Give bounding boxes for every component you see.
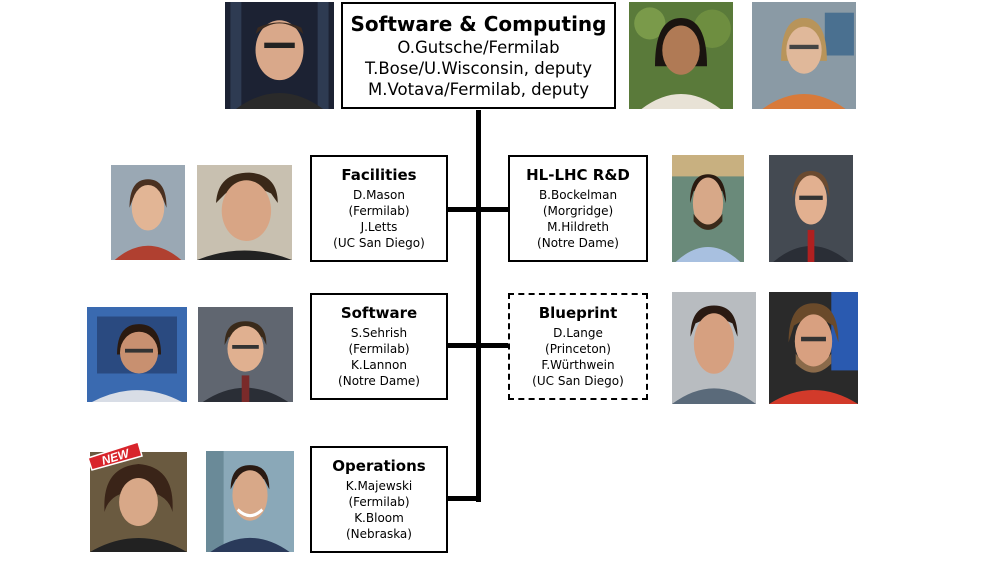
branch-facilities [446,207,510,212]
box-line: (Fermilab) [348,342,410,356]
box-title: Blueprint [538,304,618,322]
box-line: K.Majewski [345,479,413,493]
portrait-photo [198,307,293,402]
portrait-photo [769,292,858,404]
box-line: (Fermilab) [348,495,410,509]
portrait-photo [672,155,744,262]
trunk-vertical-line [476,110,481,502]
box-line: J.Letts [360,220,398,234]
portrait-photo [629,2,733,109]
portrait-photo [206,451,294,552]
box-title: Operations [332,457,426,475]
box-line: (Notre Dame) [338,374,420,388]
new-badge-shape [87,441,143,471]
branch-software [446,343,510,348]
box-line: M.Votava/Fermilab, deputy [368,79,589,99]
portrait-photo [225,2,334,109]
portrait-photo [769,155,853,262]
box-line: (Princeton) [545,342,611,356]
box-title: Facilities [341,166,417,184]
portrait-photo [752,2,856,109]
box-line: D.Mason [353,188,405,202]
box-line: B.Bockelman [538,188,618,202]
facilities-box: Facilities D.Mason (Fermilab) J.Letts (U… [310,155,448,262]
box-line: S.Sehrish [350,326,408,340]
box-line: K.Lannon [351,358,407,372]
box-line: (UC San Diego) [333,236,425,250]
portrait-photo [90,452,187,552]
portrait-photo [87,307,187,402]
box-title: Software [340,304,418,322]
box-line: (Notre Dame) [537,236,619,250]
branch-operations [446,496,481,501]
new-badge: NEW [86,440,144,472]
box-line: T.Bose/U.Wisconsin, deputy [364,58,593,78]
box-line: (Morgridge) [542,204,614,218]
portrait-photo [197,165,292,260]
box-title: HL-LHC R&D [526,166,630,184]
blueprint-box: Blueprint D.Lange (Princeton) F.Würthwei… [508,293,648,400]
box-line: K.Bloom [354,511,404,525]
operations-box: Operations K.Majewski (Fermilab) K.Bloom… [310,446,448,553]
box-line: M.Hildreth [547,220,609,234]
box-line: O.Gutsche/Fermilab [397,37,560,57]
hl-lhc-rd-box: HL-LHC R&D B.Bockelman (Morgridge) M.Hil… [508,155,648,262]
box-line: D.Lange [553,326,603,340]
new-badge-text: NEW [100,446,132,468]
box-line: (Fermilab) [348,204,410,218]
box-line: (UC San Diego) [532,374,624,388]
box-line: (Nebraska) [346,527,412,541]
software-computing-box: Software & Computing O.Gutsche/Fermilab … [341,2,616,109]
portrait-photo [672,292,756,404]
box-title: Software & Computing [350,11,607,36]
software-box: Software S.Sehrish (Fermilab) K.Lannon (… [310,293,448,400]
box-line: F.Würthwein [541,358,615,372]
portrait-photo [111,165,185,260]
